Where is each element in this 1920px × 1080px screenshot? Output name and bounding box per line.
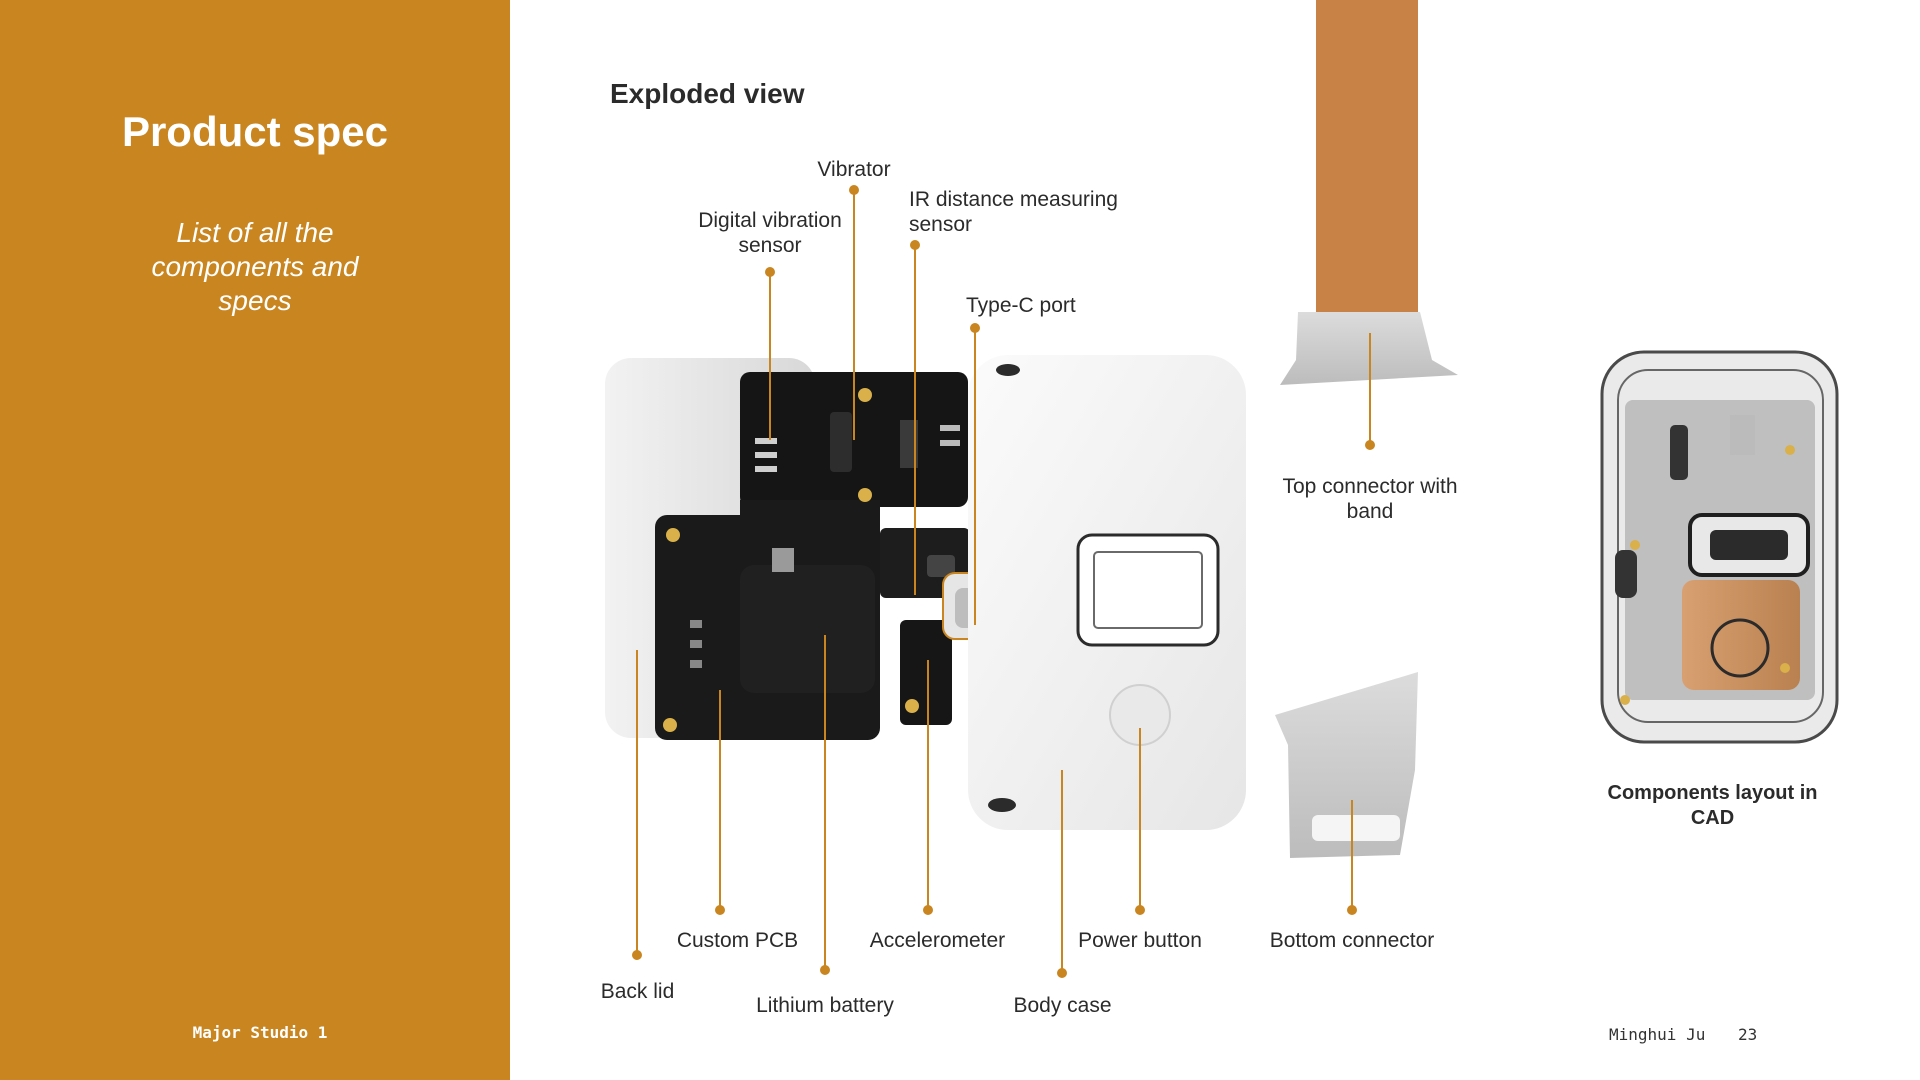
- label-top-connector: Top connector with band: [1282, 475, 1458, 523]
- label-accelerometer: Accelerometer: [869, 929, 1006, 952]
- footer-author: Minghui Ju: [1609, 1025, 1706, 1044]
- label-digital-vibration-sensor: Digital vibration sensor: [698, 209, 842, 257]
- sidebar-title: Product spec: [121, 108, 389, 155]
- label-lithium-battery: Lithium battery: [756, 994, 894, 1017]
- page-number: 23: [1738, 1025, 1758, 1044]
- accelerometer-part: [900, 620, 952, 725]
- label-body-case: Body case: [1013, 994, 1112, 1017]
- label-vibrator: Vibrator: [817, 158, 891, 181]
- body-case-part: [968, 355, 1246, 830]
- bottom-connector-part: [1275, 672, 1418, 858]
- cad-caption: Components layout in CAD: [1607, 782, 1818, 829]
- cad-layout-device: [1600, 350, 1839, 744]
- lithium-battery-part: [740, 548, 875, 693]
- label-ir-sensor: IR distance measuring sensor: [909, 188, 1118, 236]
- sidebar: Product spec List of all the components …: [0, 0, 510, 1080]
- label-bottom-connector: Bottom connector: [1269, 929, 1435, 952]
- sidebar-subtitle: List of all the components and specs: [151, 217, 359, 316]
- leader-lines: [632, 185, 1375, 978]
- label-type-c-port: Type-C port: [966, 294, 1076, 317]
- sidebar-footer: Major Studio 1: [192, 1023, 328, 1042]
- section-title: Exploded view: [610, 78, 805, 109]
- label-custom-pcb: Custom PCB: [676, 929, 799, 952]
- label-back-lid: Back lid: [600, 980, 675, 1003]
- label-power-button: Power button: [1078, 929, 1202, 952]
- top-connector-part: [1280, 0, 1458, 385]
